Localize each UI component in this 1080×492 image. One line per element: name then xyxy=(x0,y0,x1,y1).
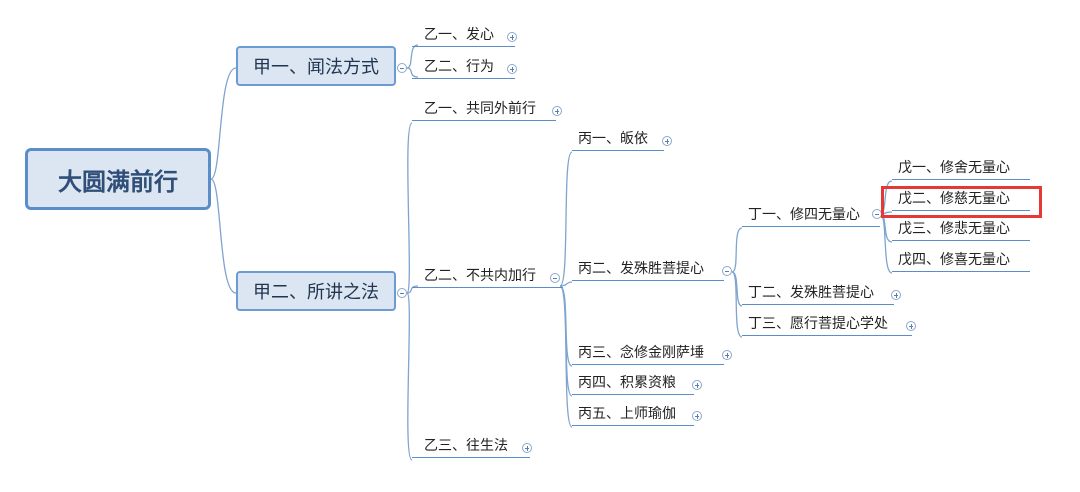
expand-toggle-icon[interactable] xyxy=(552,106,562,116)
link-yi2-bing2 xyxy=(559,281,573,287)
expand-toggle-icon[interactable] xyxy=(891,290,901,300)
link-jia2-yi3 xyxy=(406,292,413,461)
topic-ding1[interactable]: 丁一、修四无量心 xyxy=(742,204,880,227)
topic-bing5[interactable]: 丙五、上师瑜伽 xyxy=(572,403,694,426)
collapse-toggle-icon[interactable] xyxy=(397,63,407,73)
collapse-toggle-icon[interactable] xyxy=(550,273,560,283)
selection-highlight-box xyxy=(881,186,1042,218)
link-ding1-wu4 xyxy=(879,213,893,274)
expand-toggle-icon[interactable] xyxy=(662,136,672,146)
expand-toggle-icon[interactable] xyxy=(507,32,517,42)
link-jia1-yi1 xyxy=(406,44,419,69)
link-yi2-bing5 xyxy=(559,285,573,428)
topic-jia1-yi2[interactable]: 乙二、行为 xyxy=(412,56,515,79)
link-jia2-yi2 xyxy=(406,285,419,294)
link-root-jia1 xyxy=(210,67,237,180)
topic-jia1[interactable]: 甲一、闻法方式 xyxy=(236,46,396,86)
link-yi2-bing1 xyxy=(559,151,573,287)
topic-jia2[interactable]: 甲二、所讲之法 xyxy=(236,271,396,311)
topic-jia2-yi1[interactable]: 乙一、共同外前行 xyxy=(412,98,556,121)
collapse-toggle-icon[interactable] xyxy=(397,288,407,298)
expand-toggle-icon[interactable] xyxy=(692,380,702,390)
root-topic[interactable]: 大圆满前行 xyxy=(25,148,211,210)
topic-bing2[interactable]: 丙二、发殊胜菩提心 xyxy=(572,258,724,281)
topic-wu3[interactable]: 戊三、修悲无量心 xyxy=(892,218,1030,241)
topic-bing3[interactable]: 丙三、念修金刚萨埵 xyxy=(572,342,724,365)
expand-toggle-icon[interactable] xyxy=(906,321,916,331)
link-bing2-ding1 xyxy=(731,227,743,273)
link-ding1-wu3 xyxy=(879,213,893,243)
topic-bing1[interactable]: 丙一、皈依 xyxy=(572,128,664,151)
expand-toggle-icon[interactable] xyxy=(722,350,732,360)
link-root-jia2 xyxy=(210,178,237,294)
link-bing2-ding2 xyxy=(731,271,743,307)
link-jia2-yi1 xyxy=(406,122,413,294)
topic-ding3[interactable]: 丁三、愿行菩提心学处 xyxy=(742,313,912,336)
topic-jia2-yi3[interactable]: 乙三、往生法 xyxy=(412,435,530,458)
collapse-toggle-icon[interactable] xyxy=(722,266,732,276)
expand-toggle-icon[interactable] xyxy=(507,64,517,74)
expand-toggle-icon[interactable] xyxy=(692,411,702,421)
topic-jia2-yi2[interactable]: 乙二、不共内加行 xyxy=(412,265,563,288)
topic-wu4[interactable]: 戊四、修喜无量心 xyxy=(892,249,1030,272)
link-bing2-ding3 xyxy=(731,271,743,338)
topic-bing4[interactable]: 丙四、积累资粮 xyxy=(572,372,694,395)
link-jia1-yi2 xyxy=(406,67,419,78)
topic-ding2[interactable]: 丁二、发殊胜菩提心 xyxy=(742,282,894,305)
topic-wu2[interactable]: 戊二、修慈无量心 xyxy=(892,188,1030,211)
topic-jia1-yi1[interactable]: 乙一、发心 xyxy=(412,24,515,47)
topic-wu1[interactable]: 戊一、修舍无量心 xyxy=(892,157,1030,180)
expand-toggle-icon[interactable] xyxy=(522,443,532,453)
